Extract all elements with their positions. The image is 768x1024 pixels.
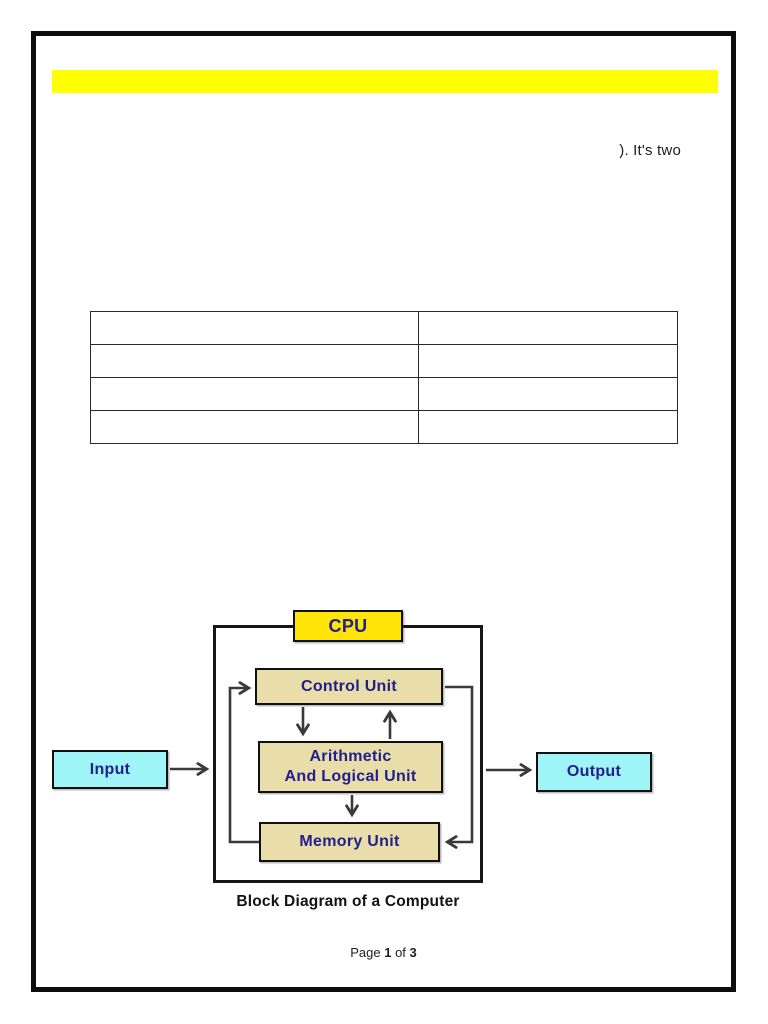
paragraph-fragment: ). It's two — [619, 142, 681, 159]
diagram-caption: Block Diagram of a Computer — [236, 893, 460, 910]
table-row — [90, 377, 678, 411]
footer-page-word: Page — [350, 945, 385, 960]
table-row — [90, 344, 678, 378]
table-cell — [90, 410, 419, 444]
table-cell — [418, 344, 678, 378]
empty-two-column-table — [90, 311, 678, 444]
table-cell — [90, 311, 419, 345]
output-box: Output — [536, 752, 652, 792]
table-cell — [90, 377, 419, 411]
control-unit-box: Control Unit — [255, 668, 443, 705]
footer-of-word: of — [391, 945, 410, 960]
table-cell — [418, 311, 678, 345]
memory-unit-box: Memory Unit — [259, 822, 440, 862]
alu-box: Arithmetic And Logical Unit — [258, 741, 443, 793]
cpu-box: CPU — [293, 610, 403, 642]
input-box: Input — [52, 750, 168, 789]
alu-label-line1: Arithmetic — [309, 748, 392, 765]
highlighted-text-bar — [52, 70, 718, 93]
table-cell — [418, 410, 678, 444]
table-row — [90, 410, 678, 444]
alu-label-line2: And Logical Unit — [284, 768, 417, 785]
page-footer: Page 1 of 3 — [31, 945, 736, 960]
footer-total-pages: 3 — [409, 945, 417, 960]
table-cell — [90, 344, 419, 378]
table-row — [90, 311, 678, 345]
footer-page-number: 1 — [384, 945, 392, 960]
table-cell — [418, 377, 678, 411]
